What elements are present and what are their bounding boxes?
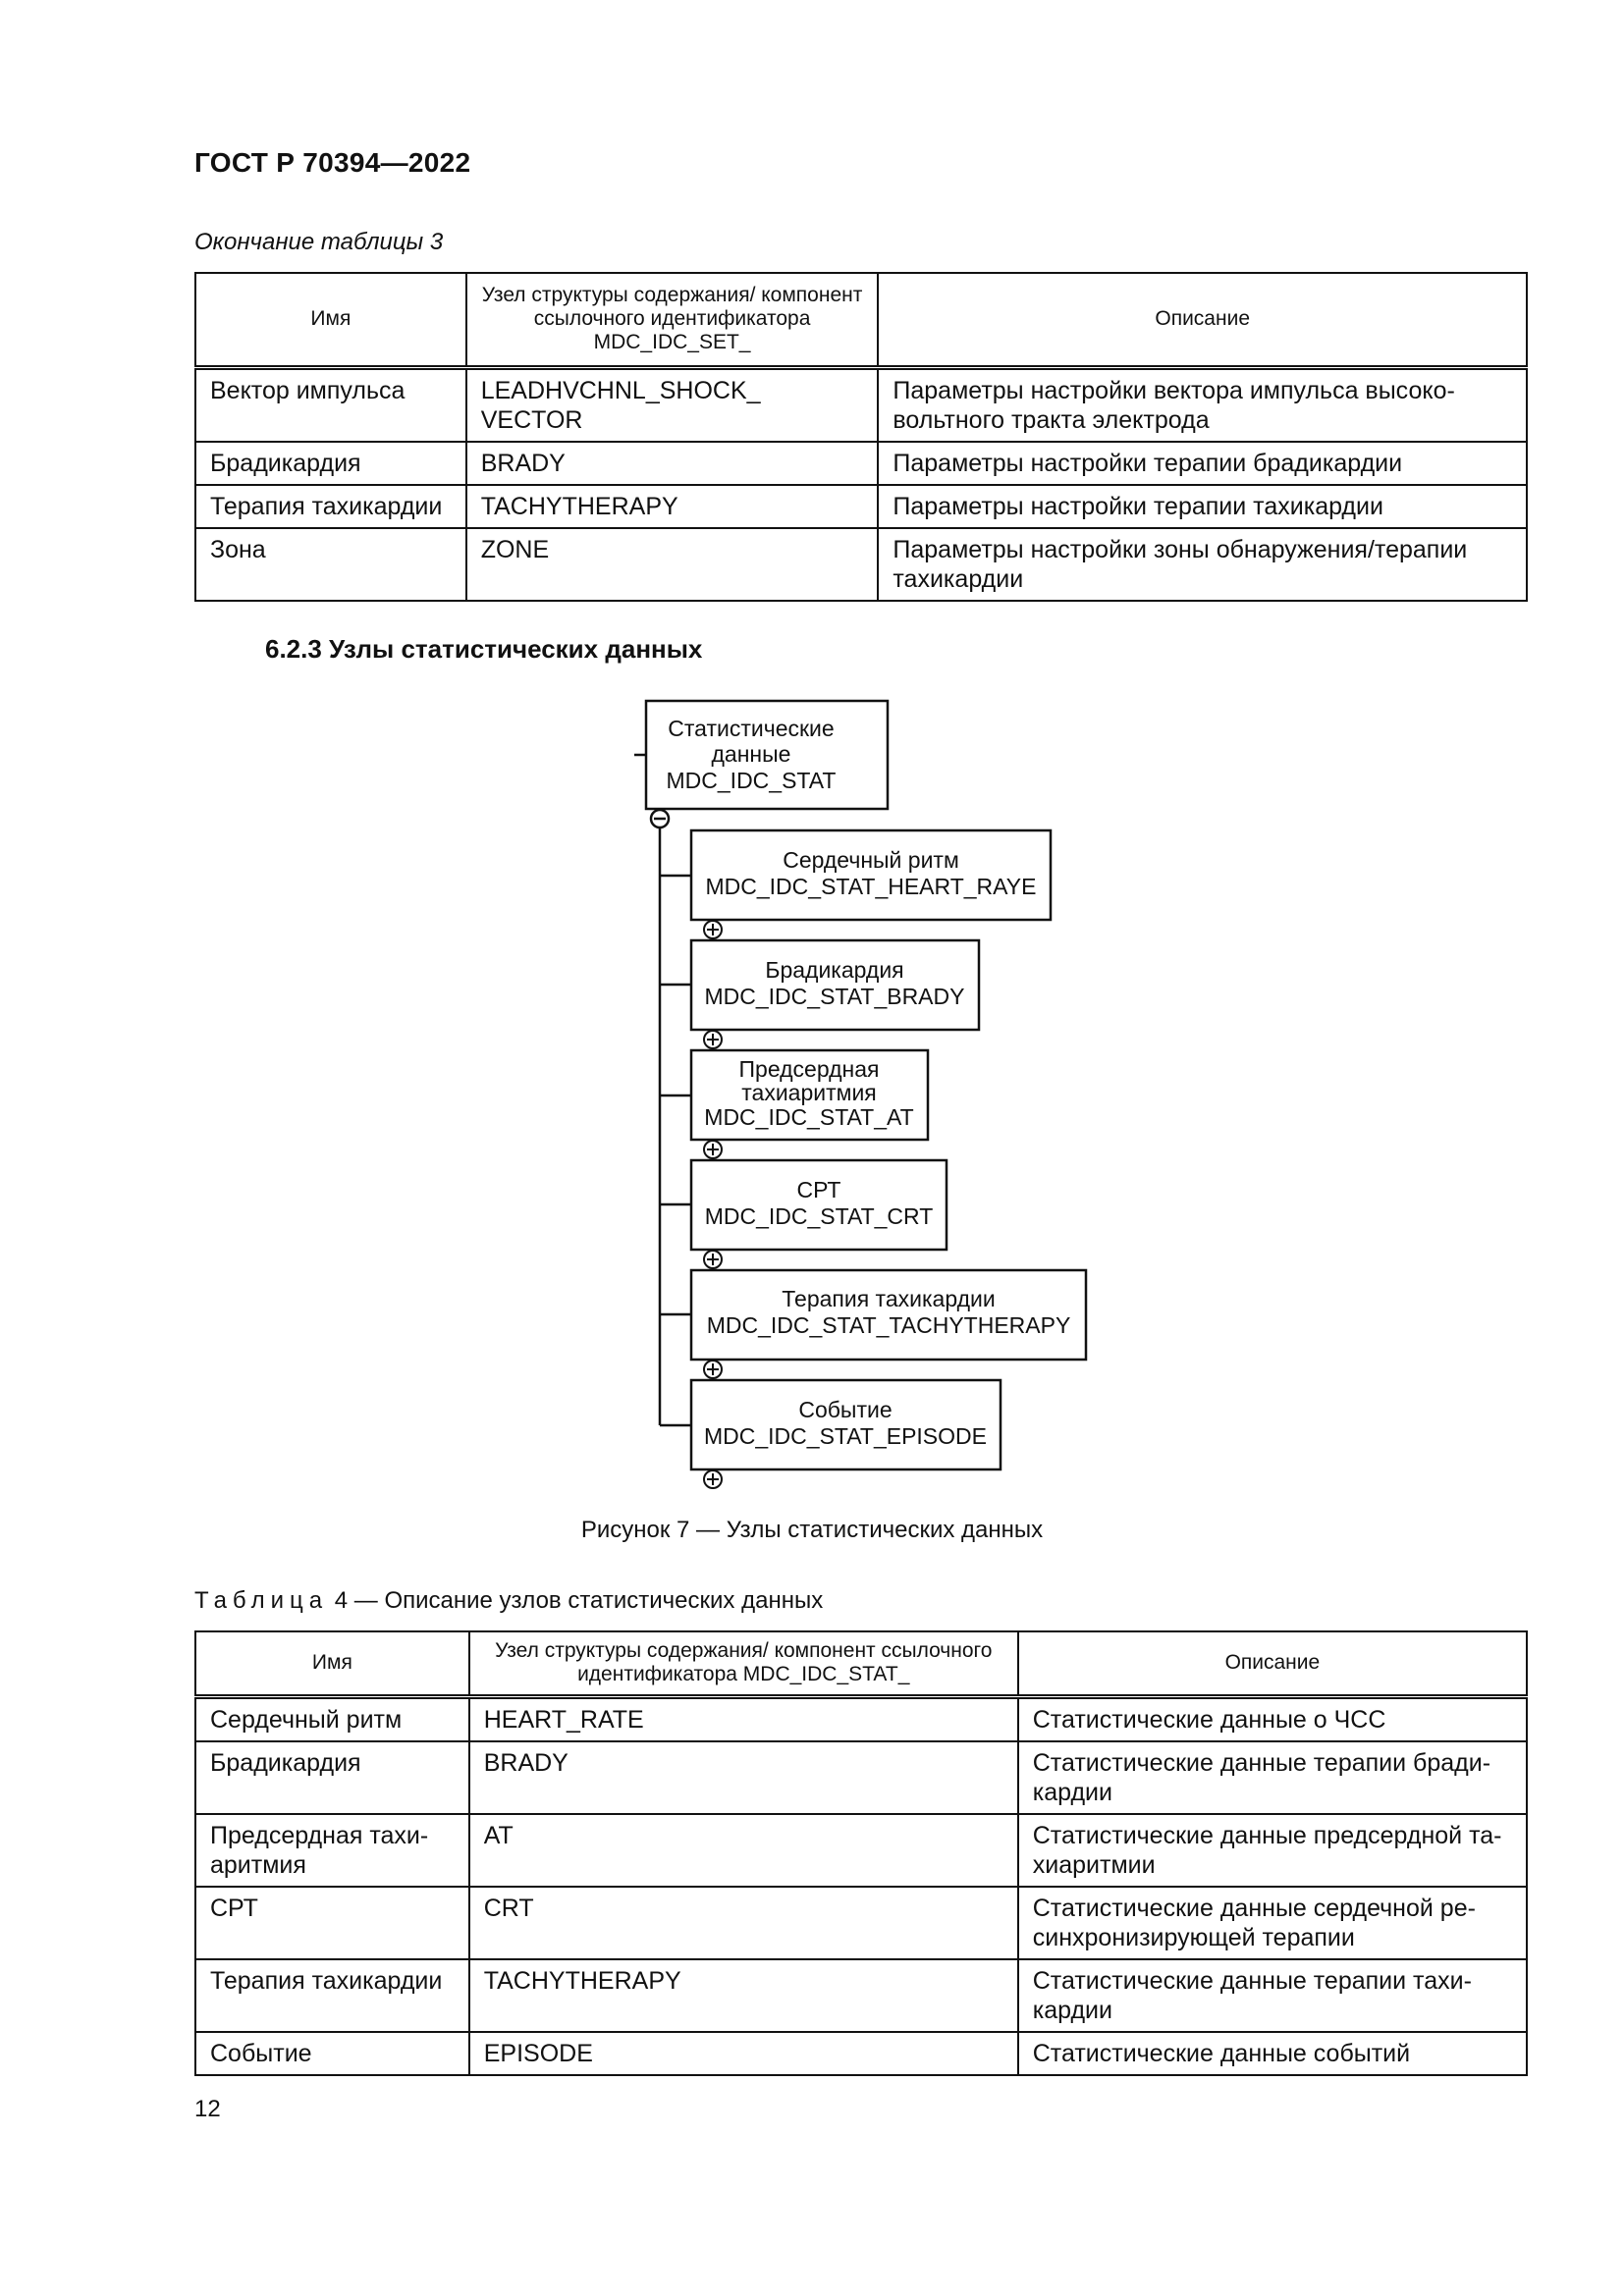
table3: Имя Узел структуры содержания/ компонент… (194, 272, 1528, 602)
root-node-label-line: MDC_IDC_STAT (667, 768, 837, 793)
table4-header-description: Описание (1016, 1630, 1529, 1699)
child-node-label-line: MDC_IDC_STAT_BRADY (705, 984, 965, 1009)
child-node-label-line: СРТ (797, 1177, 841, 1202)
table4-caption-label: Таблица (194, 1587, 329, 1614)
table4-cell-node: AT (467, 1812, 1019, 1888)
document-header: ГОСТ Р 70394—2022 (194, 147, 471, 178)
table4-row: Событие EPISODE Статистические данные со… (194, 2030, 1529, 2076)
expand-plus-icon (703, 1250, 723, 1269)
child-node-label-line: MDC_IDC_STAT_HEART_RAYE (706, 874, 1037, 899)
table4-cell-name: Брадикардия (194, 1739, 470, 1815)
table4-cell-node: HEART_RATE (467, 1695, 1019, 1742)
child-node-label-line: MDC_IDC_STAT_CRT (705, 1203, 934, 1229)
table4-cell-node: BRADY (467, 1739, 1019, 1815)
table4-cell-description: Статистические данные событий (1016, 2030, 1529, 2076)
table4-cell-description: Статистические данные терапии тахи­карди… (1016, 1957, 1529, 2033)
table3-row: Терапия тахикардии TACHYTHERAPY Параметр… (194, 483, 1528, 529)
table4-cell-description: Статистические данные о ЧСС (1016, 1695, 1529, 1742)
table4-cell-node: EPISODE (467, 2030, 1019, 2076)
table3-cell-node: TACHYTHERAPY (464, 483, 880, 529)
table3-cell-description: Параметры настройки вектора импульса выс… (877, 366, 1528, 443)
section-heading: 6.2.3 Узлы статистических данных (265, 634, 703, 664)
table3-cell-description: Параметры настройки терапии брадикардии (877, 440, 1528, 486)
table4-cell-description: Статистические данные терапии бради­кард… (1016, 1739, 1529, 1815)
table4-caption-text: 4 — Описание узлов статистических данных (328, 1587, 824, 1614)
table4-caption: Таблица 4 — Описание узлов статистически… (194, 1587, 823, 1615)
child-node-label-line: MDC_IDC_STAT_AT (704, 1104, 913, 1130)
table4-cell-name: Сердечный ритм (194, 1695, 470, 1742)
table4-cell-name: Событие (194, 2030, 470, 2076)
table3-cell-description: Параметры настройки терапии тахикардии (877, 483, 1528, 529)
table3-row: Зона ZONE Параметры настройки зоны обнар… (194, 526, 1528, 602)
figure-caption: Рисунок 7 — Узлы статистических данных (580, 1517, 1044, 1543)
table4-row: СРТ CRT Статистические данные сердечной … (194, 1885, 1529, 1960)
table3-cell-name: Брадикардия (194, 440, 467, 486)
table4-header-node: Узел структуры содержания/ компонент ссы… (467, 1630, 1019, 1699)
table3-row: Вектор импульса LEADHVCHNL_SHOCK_ VECTOR… (194, 366, 1528, 443)
table3-header-node: Узел структуры содержания/ компонент ссы… (464, 272, 880, 370)
table4-cell-name: Предсердная тахи­аритмия (194, 1812, 470, 1888)
child-node-label-line: MDC_IDC_STAT_EPISODE (704, 1423, 987, 1449)
root-node-label-line: Статистические (668, 716, 834, 741)
child-node-label-line: MDC_IDC_STAT_TACHYTHERAPY (707, 1312, 1071, 1338)
table4-row: Брадикардия BRADY Статистические данные … (194, 1739, 1529, 1815)
table3-header-description: Описание (877, 272, 1528, 370)
child-node-label-line: Событие (798, 1397, 892, 1422)
table3-cell-node: LEADHVCHNL_SHOCK_ VECTOR (464, 366, 880, 443)
table4-row: Терапия тахикардии TACHYTHERAPY Статисти… (194, 1957, 1529, 2033)
table4-header-name: Имя (194, 1630, 470, 1699)
table3-cell-name: Терапия тахикардии (194, 483, 467, 529)
table3-cell-description: Параметры настройки зоны обнаружения/тер… (877, 526, 1528, 602)
child-node-label-line: Сердечный ритм (783, 847, 959, 873)
child-node-label-line: Предсердная (739, 1056, 880, 1082)
table3-cell-node: BRADY (464, 440, 880, 486)
table4-cell-description: Статистические данные сердечной ре­синхр… (1016, 1885, 1529, 1960)
table3-row: Брадикардия BRADY Параметры настройки те… (194, 440, 1528, 486)
expand-plus-icon (703, 920, 723, 939)
table4-cell-node: CRT (467, 1885, 1019, 1960)
table4-row: Сердечный ритм HEART_RATE Статистические… (194, 1695, 1529, 1742)
page-number: 12 (194, 2096, 221, 2122)
table4-cell-name: Терапия тахикардии (194, 1957, 470, 2033)
table4-cell-description: Статистические данные предсердной та­хиа… (1016, 1812, 1529, 1888)
root-node-label-line: данные (712, 741, 791, 767)
expand-plus-icon (703, 1360, 723, 1379)
table3-header-name: Имя (194, 272, 467, 370)
table3-cell-name: Вектор импульса (194, 366, 467, 443)
table3-cell-name: Зона (194, 526, 467, 602)
child-node-label-line: Терапия тахикардии (782, 1286, 995, 1311)
table4: Имя Узел структуры содержания/ компонент… (194, 1630, 1529, 2076)
figure7-diagram: Статистические данные MDC_IDC_STAT Серде… (634, 699, 1088, 1489)
table3-cell-node: ZONE (464, 526, 880, 602)
child-node-label-line: тахиаритмия (741, 1080, 877, 1105)
expand-plus-icon (703, 1030, 723, 1049)
table3-continuation-caption: Окончание таблицы 3 (194, 229, 444, 255)
table4-cell-name: СРТ (194, 1885, 470, 1960)
table4-row: Предсердная тахи­аритмия AT Статистическ… (194, 1812, 1529, 1888)
table4-cell-node: TACHYTHERAPY (467, 1957, 1019, 2033)
child-node-label-line: Брадикардия (765, 957, 903, 983)
expand-plus-icon (703, 1140, 723, 1159)
expand-plus-icon (703, 1469, 723, 1489)
